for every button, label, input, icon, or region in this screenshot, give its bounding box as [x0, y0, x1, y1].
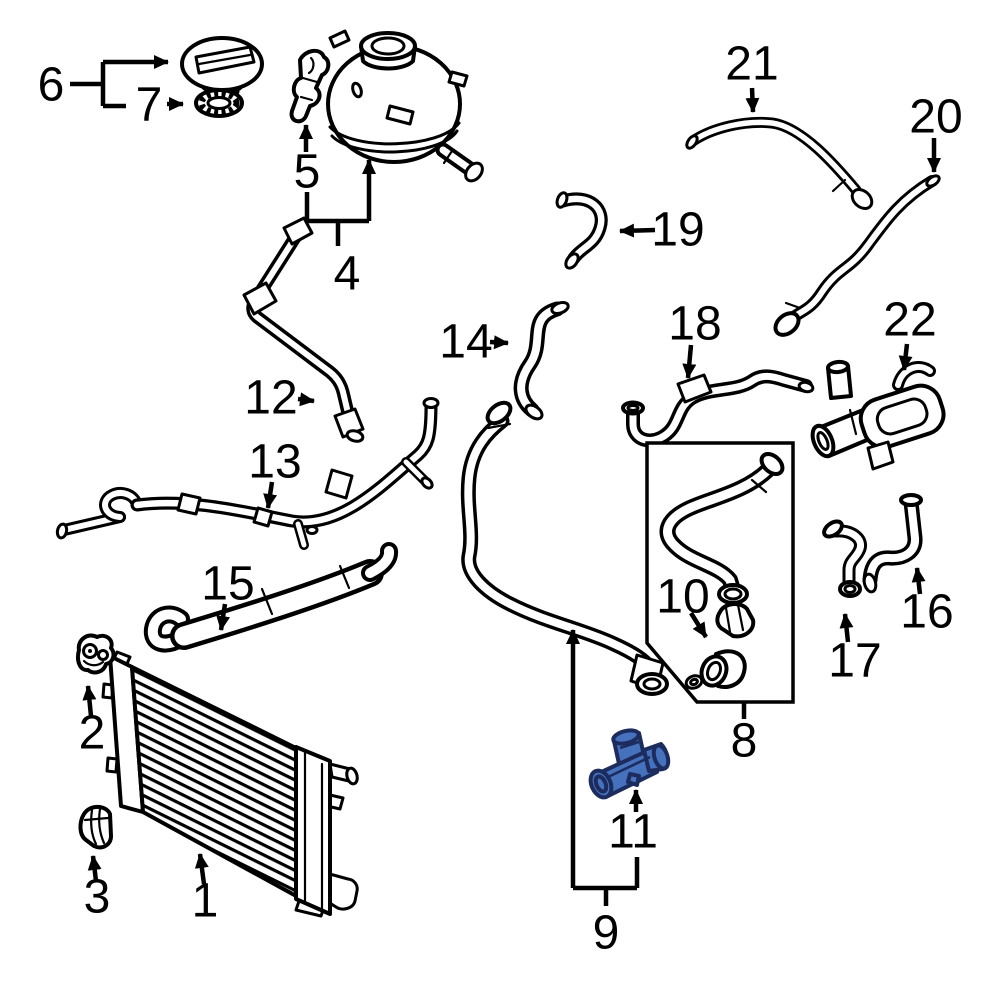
part-9-hose-drawing[interactable] — [460, 399, 669, 696]
part-12-pipe-drawing[interactable] — [242, 216, 365, 443]
callout-label-12[interactable]: 12 — [244, 372, 297, 425]
callout-5[interactable]: 5 — [294, 124, 321, 199]
callout-12[interactable]: 12 — [244, 372, 315, 425]
callout-16[interactable]: 16 — [900, 567, 954, 639]
part-10-elbow-drawing[interactable] — [684, 602, 756, 690]
callout-9[interactable]: 9 — [566, 629, 640, 960]
callout-1[interactable]: 1 — [192, 853, 219, 928]
callout-label-3[interactable]: 3 — [84, 871, 111, 924]
callout-22[interactable]: 22 — [883, 294, 937, 371]
callout-6[interactable]: 6 — [38, 55, 169, 112]
part-17-hose-drawing[interactable] — [821, 518, 867, 598]
part-22-flange-drawing[interactable] — [808, 359, 948, 471]
callout-label-16[interactable]: 16 — [900, 586, 953, 639]
callout-3[interactable]: 3 — [84, 855, 111, 924]
callout-label-18[interactable]: 18 — [668, 298, 721, 351]
callout-15[interactable]: 15 — [201, 558, 255, 631]
part-5-bracket-drawing[interactable] — [289, 48, 331, 124]
callout-17[interactable]: 17 — [828, 613, 882, 688]
callout-label-6[interactable]: 6 — [38, 59, 65, 112]
callout-14[interactable]: 14 — [439, 316, 509, 369]
callout-label-7[interactable]: 7 — [136, 79, 163, 132]
part-11-connector-drawing[interactable] — [587, 728, 671, 801]
callout-2[interactable]: 2 — [79, 685, 106, 760]
callout-19[interactable]: 19 — [619, 204, 705, 257]
callout-label-17[interactable]: 17 — [828, 635, 881, 688]
callout-7[interactable]: 7 — [103, 79, 184, 132]
callout-label-20[interactable]: 20 — [909, 91, 962, 144]
part-4-expansion-tank-drawing[interactable] — [326, 29, 486, 184]
callout-label-2[interactable]: 2 — [79, 707, 106, 760]
part-7-seal-drawing[interactable] — [194, 88, 244, 118]
callout-label-8[interactable]: 8 — [731, 715, 758, 768]
callout-label-13[interactable]: 13 — [248, 436, 301, 489]
part-15-hose-drawing[interactable] — [143, 542, 399, 653]
callout-label-14[interactable]: 14 — [439, 316, 492, 369]
callout-8[interactable]: 8 — [731, 702, 758, 768]
callout-20[interactable]: 20 — [909, 91, 963, 173]
part-6-cap-drawing[interactable] — [180, 36, 264, 103]
callout-label-1[interactable]: 1 — [192, 875, 219, 928]
callout-21[interactable]: 21 — [725, 38, 779, 113]
part-3-mount-drawing[interactable] — [78, 804, 113, 850]
callout-label-10[interactable]: 10 — [656, 571, 709, 624]
callout-label-11[interactable]: 11 — [608, 806, 658, 859]
part-1-radiator-drawing[interactable] — [101, 650, 359, 918]
callout-10[interactable]: 10 — [656, 571, 710, 639]
callout-13[interactable]: 13 — [248, 436, 302, 509]
part-16-hose-drawing[interactable] — [862, 493, 923, 594]
callout-label-22[interactable]: 22 — [883, 294, 936, 347]
part-19-hose-drawing[interactable] — [555, 191, 608, 270]
part-20-hose-drawing[interactable] — [771, 174, 941, 340]
callout-label-15[interactable]: 15 — [201, 558, 254, 611]
callout-label-4[interactable]: 4 — [334, 248, 361, 301]
callout-label-19[interactable]: 19 — [651, 204, 704, 257]
callout-label-9[interactable]: 9 — [593, 907, 620, 960]
callout-18[interactable]: 18 — [668, 298, 722, 379]
callout-label-5[interactable]: 5 — [294, 146, 321, 199]
part-2-mount-drawing[interactable] — [76, 633, 116, 675]
highlight-stroke-wrap — [587, 728, 671, 801]
callout-label-21[interactable]: 21 — [725, 38, 778, 91]
part-18-hose-drawing[interactable] — [621, 369, 815, 448]
part-8-hose-drawing[interactable] — [659, 450, 786, 605]
part-8-box[interactable] — [645, 441, 795, 704]
part-21-hose-drawing[interactable] — [685, 116, 876, 212]
part-13-pipe-drawing[interactable] — [55, 397, 440, 550]
part-14-hose-drawing[interactable] — [513, 300, 570, 421]
callout-11[interactable]: 11 — [608, 789, 658, 859]
